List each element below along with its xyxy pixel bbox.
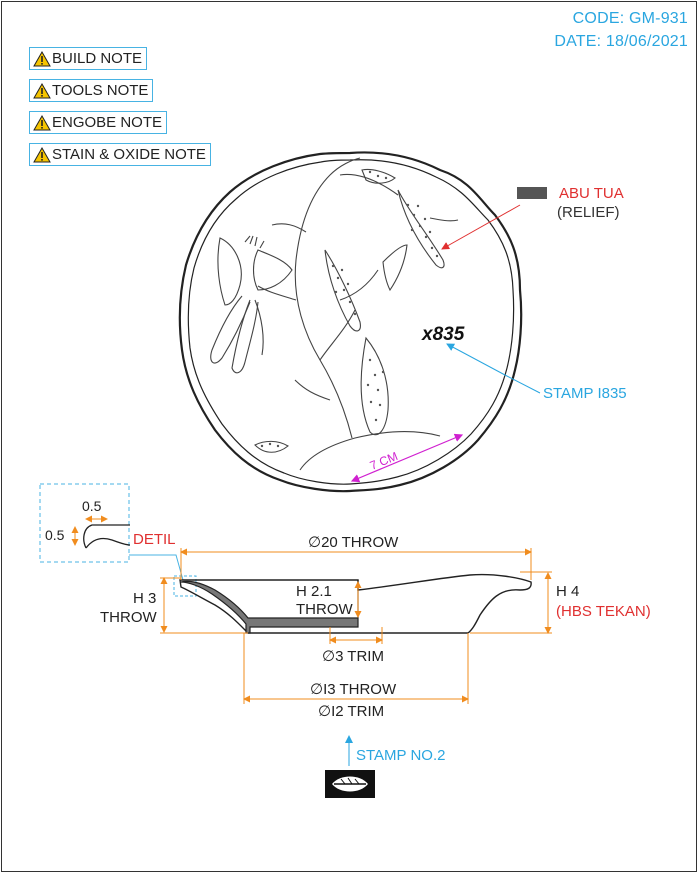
stamp-label: STAMP I835 [543,385,627,402]
h-center-value: H 2.1 [296,583,332,600]
dia-throw-label: ∅20 THROW [308,534,399,551]
note-label: TOOLS NOTE [52,82,149,99]
note-tools[interactable]: TOOLS NOTE [29,79,154,102]
warning-icon [33,146,51,162]
relief-label: ABU TUA [559,185,624,202]
detail-view: 0.5 0.5 DETIL [39,483,197,597]
foot-trim-label: ∅I2 TRIM [318,703,384,720]
relief-stipple [260,170,439,448]
detail-label: DETIL [133,531,176,548]
detail-width-label: 0.5 [82,498,102,514]
h-left-unit: THROW [100,609,157,626]
notes-panel: BUILD NOTE TOOLS NOTE ENGOBE NOTE STAIN … [29,47,211,175]
section-dimensions: ∅20 THROW H 3 THROW H 2.1 THROW H 4 (HBS… [100,534,651,720]
drawing-date: DATE: 18/06/2021 [554,33,688,50]
stamp-leader [446,343,541,394]
note-label: STAIN & OXIDE NOTE [52,146,206,163]
warning-icon [33,114,51,130]
warning-icon [33,82,51,98]
note-stain-oxide[interactable]: STAIN & OXIDE NOTE [29,143,211,166]
drawing-code: CODE: GM-931 [572,10,688,27]
detail-height-label: 0.5 [45,527,65,543]
measure-label: 7 CM [368,449,400,473]
h-left-value: H 3 [133,590,156,607]
relief-swatch [517,187,547,199]
measure-line [350,433,464,483]
botanical-relief [210,157,459,471]
relief-leader [441,204,521,250]
plate-top-view: x835 7 CM [178,151,523,493]
relief-sublabel: (RELIEF) [557,204,620,221]
h-right-value: H 4 [556,583,579,600]
stamp2-label: STAMP NO.2 [356,747,445,764]
note-label: BUILD NOTE [52,50,143,67]
note-build[interactable]: BUILD NOTE [29,47,148,70]
note-label: ENGOBE NOTE [52,114,163,131]
foot-throw-label: ∅I3 THROW [310,681,397,698]
leaf-stamp-icon [325,770,375,798]
signature-mark: x835 [421,324,465,345]
trim-inner-label: ∅3 TRIM [322,648,384,665]
h-right-note: (HBS TEKAN) [556,603,651,620]
h-center-unit: THROW [296,601,353,618]
warning-icon [33,50,51,66]
section-view [179,573,532,634]
note-engobe[interactable]: ENGOBE NOTE [29,111,168,134]
